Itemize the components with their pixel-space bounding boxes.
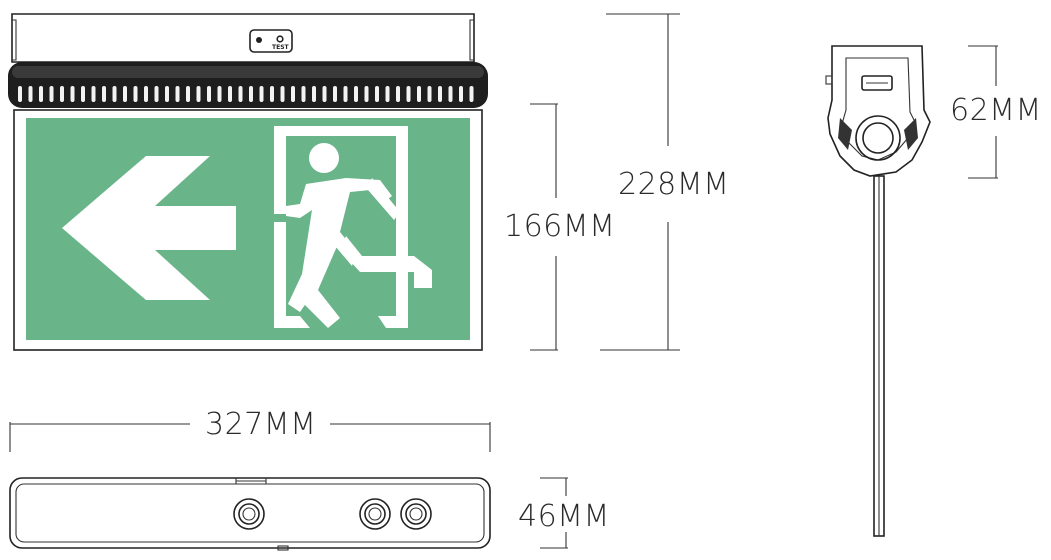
sign-panel-outline — [13, 109, 483, 351]
dimension-62-label: 62MM — [950, 93, 1042, 128]
dimension-width: 327MM — [9, 407, 491, 452]
housing-fin-slot — [123, 86, 127, 102]
side-view-housing — [827, 45, 931, 177]
housing-fin-slot — [217, 86, 222, 102]
bottom-lens-middle-icon — [359, 498, 391, 530]
sign-panel — [13, 109, 483, 351]
housing-fin-slot — [49, 86, 54, 102]
housing-fin-slot — [133, 86, 138, 102]
dimension-sign-height: 166MM — [504, 103, 616, 351]
housing-fin-slot — [112, 86, 117, 102]
exit-arrow-left — [62, 156, 236, 300]
dimension-46-label: 46MM — [518, 499, 610, 534]
housing-fin-slot — [322, 86, 327, 102]
bottom-lens-left-icon — [233, 498, 265, 530]
housing-fin-slot — [343, 86, 348, 102]
housing-fin-slot — [417, 86, 421, 102]
housing-fin-slot — [60, 86, 64, 102]
dimension-overall-height: 228MM — [600, 13, 730, 351]
housing-fin-slot — [280, 86, 285, 102]
bottom-view-housing — [9, 477, 491, 549]
housing-fin-slot — [438, 86, 442, 102]
dimension-depth: 46MM — [518, 477, 610, 549]
housing-fin-slot — [144, 86, 148, 102]
housing-fin-slot — [102, 86, 106, 102]
housing-fin-slot — [375, 86, 379, 102]
housing-fin-slot — [259, 86, 264, 102]
housing-fin-slot — [238, 86, 243, 102]
housing-fin-slot — [207, 86, 211, 102]
bottom-lens-right-icon — [400, 498, 432, 530]
side-knob-icon — [855, 115, 901, 161]
test-button[interactable]: TEST — [249, 29, 293, 53]
housing-fin-slot — [354, 86, 358, 102]
housing-fin-slot — [385, 86, 390, 102]
housing-fin-slot — [469, 86, 474, 102]
housing-fin-slot — [406, 86, 411, 102]
housing-fin-slot — [333, 86, 337, 102]
housing-fin-slot — [312, 86, 316, 102]
housing-fin-slot — [291, 86, 295, 102]
dimension-327-label: 327MM — [205, 407, 317, 442]
housing-fin-slot — [228, 86, 232, 102]
housing-fin-slot — [364, 86, 369, 102]
housing-fin-slot — [427, 86, 432, 102]
test-label: TEST — [272, 44, 290, 51]
housing-fin-slot — [70, 86, 75, 102]
housing-fin-slot — [249, 86, 253, 102]
housing-fin-slot — [91, 86, 96, 102]
housing-fin-slot — [301, 86, 306, 102]
bottom-view — [9, 477, 491, 551]
housing-upper-body — [11, 13, 475, 63]
side-view — [825, 45, 931, 537]
front-view-housing: TEST — [8, 13, 488, 108]
housing-fin-slot — [186, 86, 190, 102]
housing-fin-slot — [18, 86, 22, 102]
housing-fin-slot — [459, 86, 463, 102]
housing-fin-slot — [175, 86, 180, 102]
housing-fins — [18, 86, 474, 102]
housing-fin-slot — [154, 86, 159, 102]
dimension-166-label: 166MM — [504, 209, 616, 244]
running-man-icon — [286, 143, 432, 328]
housing-fin-slot — [196, 86, 201, 102]
dimension-228-label: 228MM — [618, 167, 730, 202]
housing-fin-slot — [165, 86, 169, 102]
housing-fin-slot — [28, 86, 33, 102]
housing-fin-slot — [39, 86, 43, 102]
dimension-side-height: 62MM — [950, 45, 1042, 179]
housing-fin-slot — [270, 86, 274, 102]
housing-fin-slot — [81, 86, 85, 102]
housing-fin-slot — [396, 86, 400, 102]
housing-fin-slot — [448, 86, 453, 102]
